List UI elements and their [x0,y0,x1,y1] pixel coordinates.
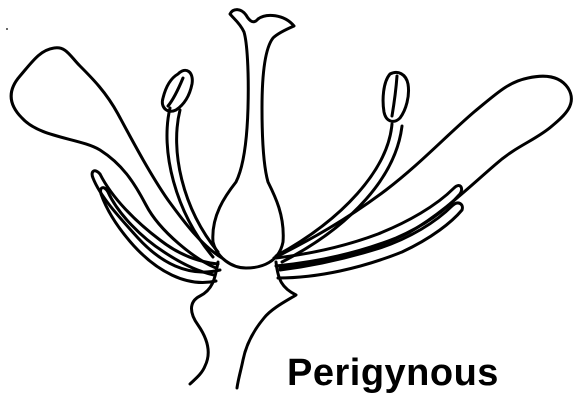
scan-speck [6,28,8,30]
diagram-caption: Perigynous [287,351,499,395]
petal-left-outline [11,48,222,268]
receptacle [190,262,296,388]
stamen-right-anther-line [392,76,397,116]
petal-left [11,48,222,268]
stamen-right [276,72,409,262]
pistil-outline [213,10,294,268]
pistil [213,10,294,268]
